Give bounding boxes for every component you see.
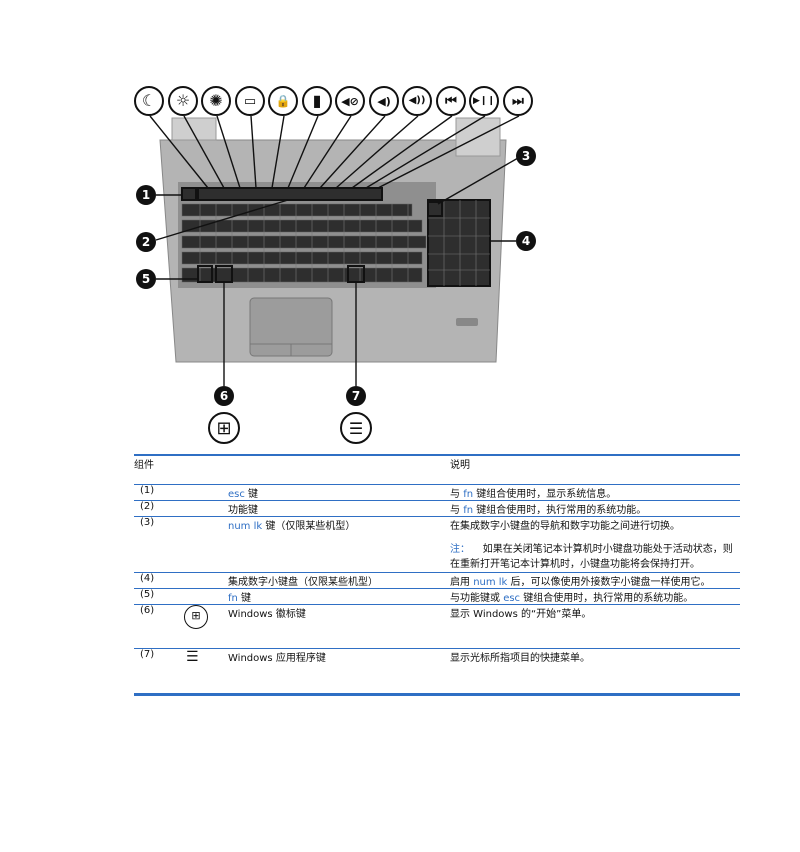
table-row: (2) 功能键 与 fn 键组合使用时，执行常用的系统功能。: [134, 500, 740, 517]
table-row: (1) esc 键 与 fn 键组合使用时，显示系统信息。: [134, 484, 740, 501]
brightness-up-icon: ✺: [201, 86, 231, 116]
row-number: (6): [134, 604, 174, 649]
mute-icon: ◀⊘: [335, 86, 365, 116]
component-table: 组件 说明 (1) esc 键 与 fn 键组合使用时，显示系统信息。 (2) …: [134, 454, 740, 696]
battery-icon: ▮: [302, 86, 332, 116]
callout-1: 1: [136, 185, 156, 205]
note: 注： 如果在关闭笔记本计算机时小键盘功能处于活动状态，则在重新打开笔记本计算机时…: [450, 542, 740, 572]
windows-logo-icon: ⊞: [184, 605, 208, 629]
callout-5: 5: [136, 269, 156, 289]
callout-2: 2: [136, 232, 156, 252]
row-number: (4): [134, 572, 174, 589]
callout-3: 3: [516, 146, 536, 166]
component-description: 显示 Windows 的“开始”菜单。: [450, 604, 740, 649]
component-name: fn 键: [228, 588, 450, 605]
function-key-icon-row: ☾ ☼ ✺ ▭ 🔒 ▮ ◀⊘ ◀) ◀)) ⏮ ▶❙❙ ⏭: [134, 86, 540, 122]
component-name: Windows 徽标键: [228, 604, 450, 649]
row-number: (5): [134, 588, 174, 605]
lock-icon: 🔒: [268, 86, 298, 116]
component-description: 与功能键或 esc 键组合使用时，执行常用的系统功能。: [450, 588, 740, 605]
component-name: 集成数字小键盘（仅限某些机型）: [228, 572, 450, 589]
table-row: (5) fn 键 与功能键或 esc 键组合使用时，执行常用的系统功能。: [134, 588, 740, 605]
component-description: 在集成数字小键盘的导航和数字功能之间进行切换。 注： 如果在关闭笔记本计算机时小…: [450, 516, 740, 573]
component-description: 显示光标所指项目的快捷菜单。: [450, 648, 740, 696]
header-component: 组件: [134, 454, 450, 485]
play-pause-icon: ▶❙❙: [469, 86, 499, 116]
table-row: (7) ☰ Windows 应用程序键 显示光标所指项目的快捷菜单。: [134, 648, 740, 696]
previous-track-icon: ⏮: [436, 86, 466, 116]
application-key-icon: ☰: [340, 412, 372, 444]
windows-logo-icon: ⊞: [208, 412, 240, 444]
component-name: num lk 键（仅限某些机型）: [228, 516, 450, 573]
table-row: (4) 集成数字小键盘（仅限某些机型） 启用 num lk 后，可以像使用外接数…: [134, 572, 740, 589]
note-label: 注：: [450, 544, 470, 555]
row-number: (1): [134, 484, 174, 501]
table-row: (6) ⊞ Windows 徽标键 显示 Windows 的“开始”菜单。: [134, 604, 740, 649]
callout-7: 7: [346, 386, 366, 406]
sleep-icon: ☾: [134, 86, 164, 116]
component-description: 启用 num lk 后，可以像使用外接数字小键盘一样使用它。: [450, 572, 740, 589]
next-track-icon: ⏭: [503, 86, 533, 116]
header-description: 说明: [450, 454, 740, 485]
row-number: (7): [134, 648, 174, 696]
keyboard-illustration: [149, 115, 520, 386]
note-text: 如果在关闭笔记本计算机时小键盘功能处于活动状态，则在重新打开笔记本计算机时，小键…: [450, 544, 733, 570]
table-header-row: 组件 说明: [134, 454, 740, 485]
volume-down-icon: ◀): [369, 86, 399, 116]
callout-6: 6: [214, 386, 234, 406]
component-description: 与 fn 键组合使用时，显示系统信息。: [450, 484, 740, 501]
keyboard-figure: ☾ ☼ ✺ ▭ 🔒 ▮ ◀⊘ ◀) ◀)) ⏮ ▶❙❙ ⏭ 1 2 3 4 5 …: [134, 86, 540, 444]
brightness-down-icon: ☼: [168, 86, 198, 116]
volume-up-icon: ◀)): [402, 86, 432, 116]
row-number: (2): [134, 500, 174, 517]
application-key-icon: ☰: [186, 649, 199, 665]
row-number: (3): [134, 516, 174, 573]
component-name: Windows 应用程序键: [228, 648, 450, 696]
component-description: 与 fn 键组合使用时，执行常用的系统功能。: [450, 500, 740, 517]
component-name: 功能键: [228, 500, 450, 517]
table-row: (3) num lk 键（仅限某些机型） 在集成数字小键盘的导航和数字功能之间进…: [134, 516, 740, 573]
display-switch-icon: ▭: [235, 86, 265, 116]
component-name: esc 键: [228, 484, 450, 501]
callout-4: 4: [516, 231, 536, 251]
